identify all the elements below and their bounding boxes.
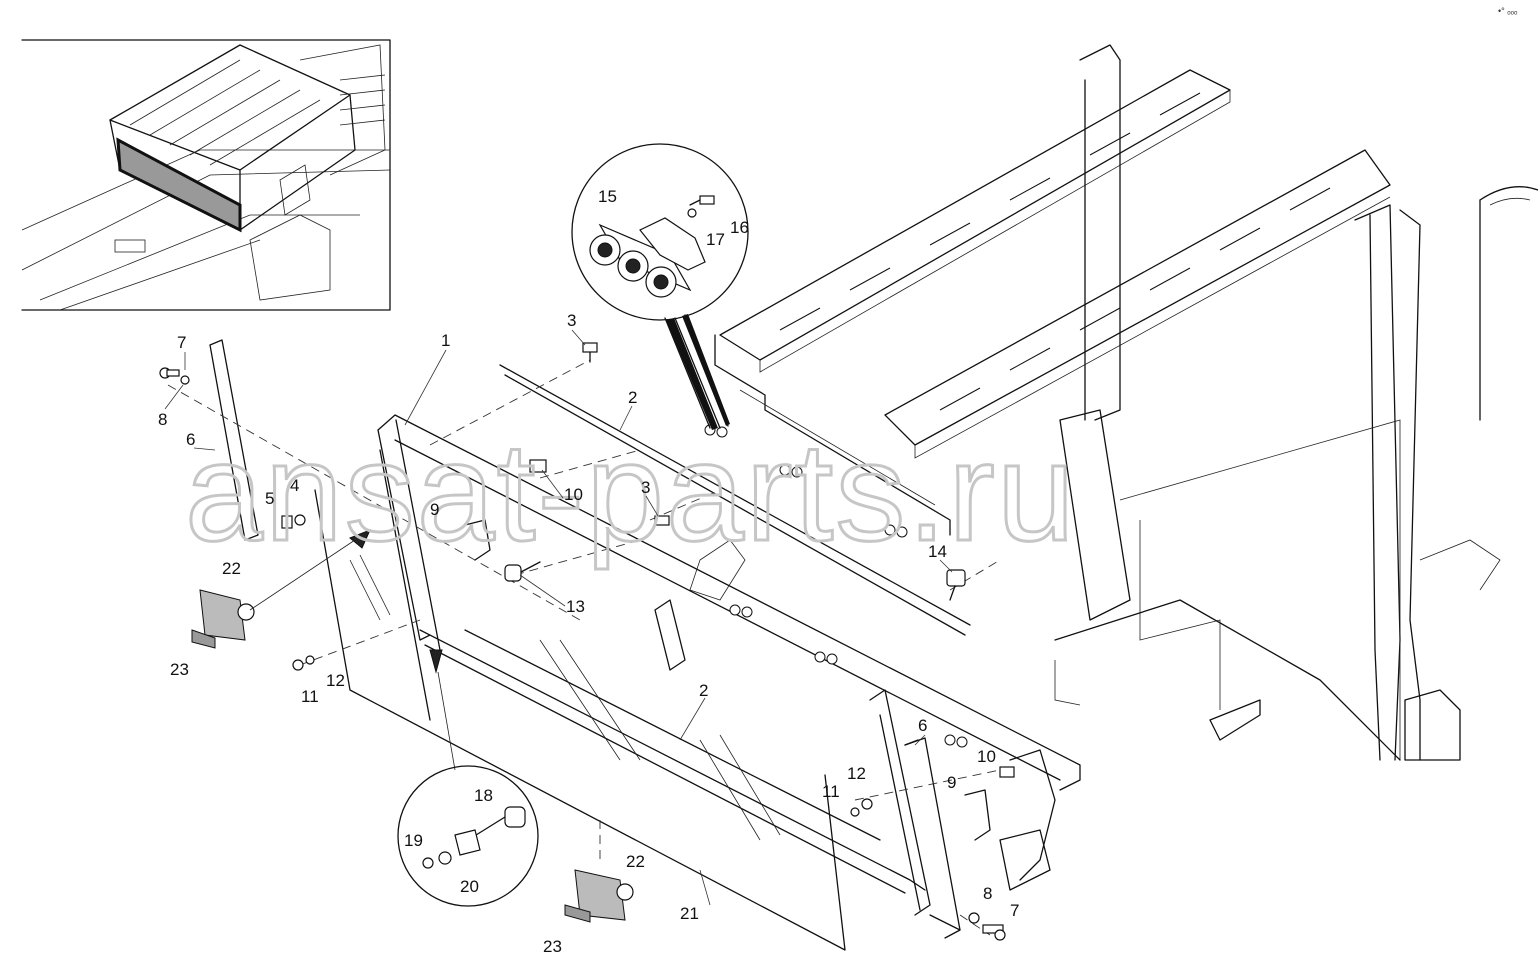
callout-14: 14 <box>928 542 947 561</box>
callout-8-top: 8 <box>158 410 167 429</box>
callout-2-top: 2 <box>628 388 637 407</box>
callout-12-left: 12 <box>326 671 345 690</box>
callout-10-left: 10 <box>564 485 583 504</box>
leader-lines <box>164 329 953 906</box>
callout-11-left: 11 <box>301 687 319 706</box>
callout-7-top: 7 <box>177 333 186 352</box>
callout-6-left: 6 <box>186 430 195 449</box>
callout-5: 5 <box>265 489 274 508</box>
glass-panel <box>314 489 846 951</box>
hardware <box>159 342 1015 941</box>
callout-13: 13 <box>566 597 585 616</box>
callout-22-left: 22 <box>222 559 241 578</box>
callout-6-right: 6 <box>918 716 927 735</box>
callout-9-left: 9 <box>430 500 439 519</box>
callout-18: 18 <box>474 786 493 805</box>
callout-1: 1 <box>441 331 450 350</box>
callout-7-bottom: 7 <box>1010 901 1019 920</box>
gas-struts <box>654 599 1056 891</box>
callout-17: 17 <box>706 230 725 249</box>
detail-circle-rollers <box>571 143 749 430</box>
callout-21: 21 <box>680 904 699 923</box>
window-frame-assembly <box>209 339 1081 939</box>
detail-circle-fastener <box>397 765 539 907</box>
callout-3-middle: 3 <box>641 478 650 497</box>
overview-inset <box>21 39 391 311</box>
callout-23-left: 23 <box>170 660 189 679</box>
callout-3-top: 3 <box>567 311 576 330</box>
callout-11-right: 11 <box>822 782 840 801</box>
callout-9-right: 9 <box>947 773 956 792</box>
callout-15: 15 <box>598 187 617 206</box>
callout-23-bottom: 23 <box>543 937 562 956</box>
roof-slots <box>779 92 1331 411</box>
watermark: ansat-parts.ru <box>185 413 1077 570</box>
callout-20: 20 <box>460 877 479 896</box>
callout-2-bottom: 2 <box>699 681 708 700</box>
corner-mark: •° ₒₒₒ <box>1498 6 1518 16</box>
callout-4: 4 <box>290 476 299 495</box>
callout-8-bottom: 8 <box>983 884 992 903</box>
callout-16: 16 <box>730 218 749 237</box>
callout-19: 19 <box>404 831 423 850</box>
callout-10-right: 10 <box>977 747 996 766</box>
cab-frame <box>689 44 1538 761</box>
callout-12-right: 12 <box>847 764 866 783</box>
callout-labels: 1 2 2 3 3 4 5 6 6 7 7 8 8 9 9 10 10 11 1… <box>158 187 1019 956</box>
callout-22-bottom: 22 <box>626 852 645 871</box>
